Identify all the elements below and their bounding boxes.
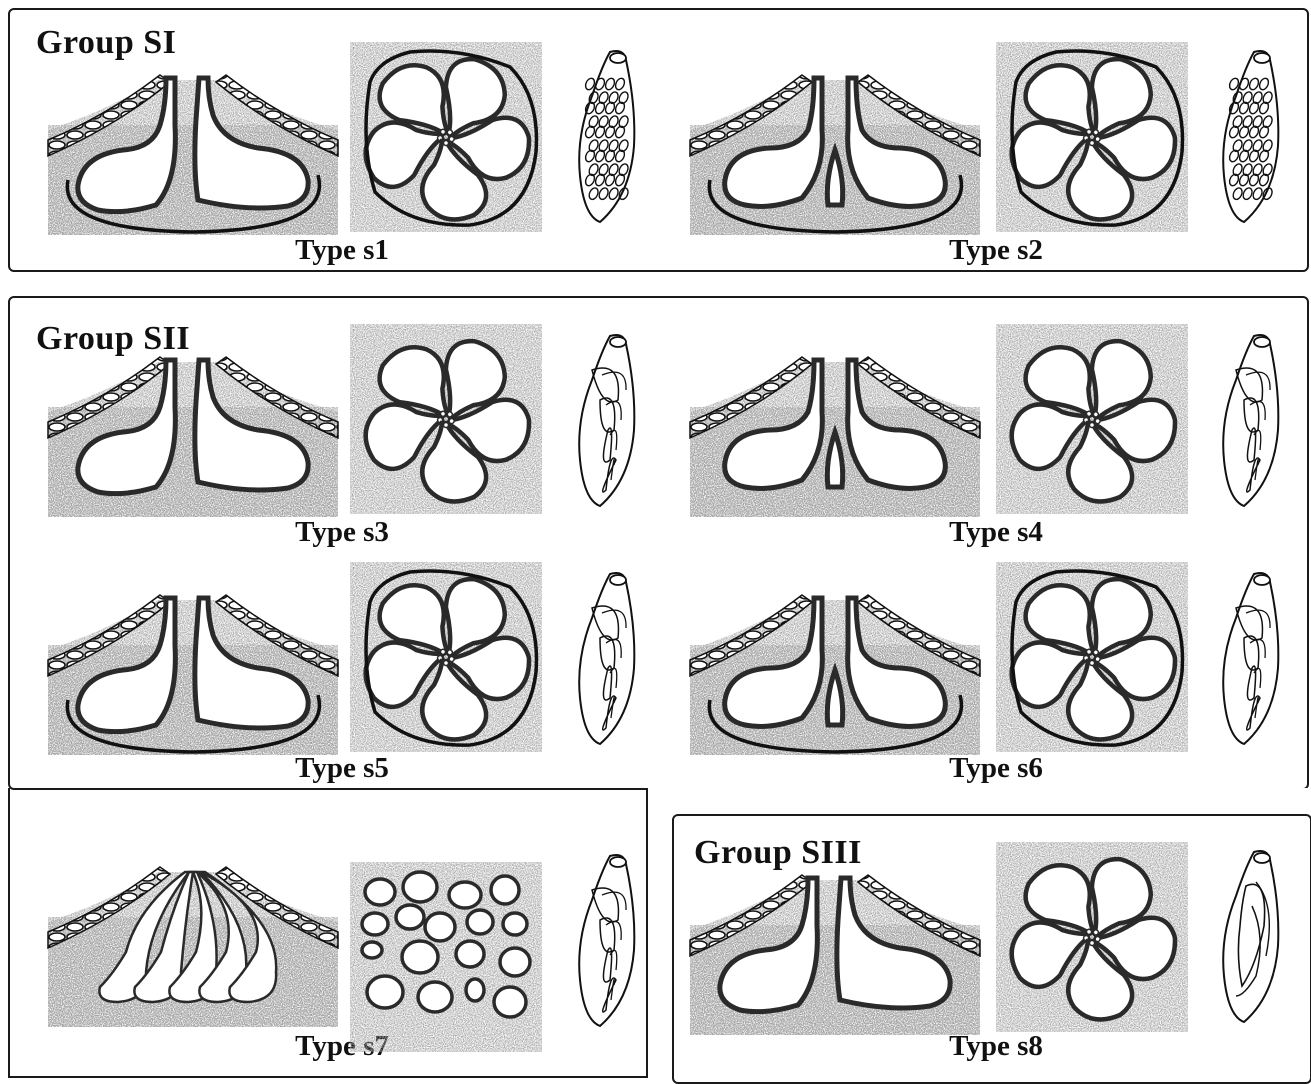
transverse-section-diagram (996, 42, 1188, 232)
conidioma-section-diagram (48, 862, 338, 1027)
transverse-section-diagram (350, 42, 542, 232)
conidium-outline-diagram (572, 850, 642, 1030)
group-title: Group SI (36, 24, 176, 62)
conidium-outline-diagram (1216, 330, 1286, 510)
conidium-outline-diagram (572, 568, 642, 748)
transverse-section-diagram (996, 562, 1188, 752)
type-label: Type s5 (232, 752, 452, 785)
conidioma-section-diagram (48, 590, 338, 755)
conidioma-section-diagram (48, 70, 338, 235)
transverse-section-diagram (350, 324, 542, 514)
transverse-section-diagram (996, 842, 1188, 1032)
type-label: Type s6 (886, 752, 1106, 785)
transverse-section-diagram (350, 562, 542, 752)
transverse-section-diagram (996, 324, 1188, 514)
group-title: Group SIII (694, 834, 862, 872)
conidium-outline-diagram (572, 46, 642, 226)
transverse-section-diagram (350, 862, 542, 1052)
conidium-outline-diagram (572, 330, 642, 510)
type-label: Type s2 (886, 234, 1106, 267)
conidioma-section-diagram (690, 352, 980, 517)
conidioma-section-diagram (690, 590, 980, 755)
conidium-outline-diagram (1216, 846, 1286, 1026)
conidium-outline-diagram (1216, 568, 1286, 748)
conidioma-section-diagram (690, 70, 980, 235)
type-label: Type s1 (232, 234, 452, 267)
conidium-outline-diagram (1216, 46, 1286, 226)
conidioma-section-diagram (48, 352, 338, 517)
type-label: Type s3 (232, 516, 452, 549)
conidioma-section-diagram (690, 870, 980, 1035)
type-label: Type s4 (886, 516, 1106, 549)
